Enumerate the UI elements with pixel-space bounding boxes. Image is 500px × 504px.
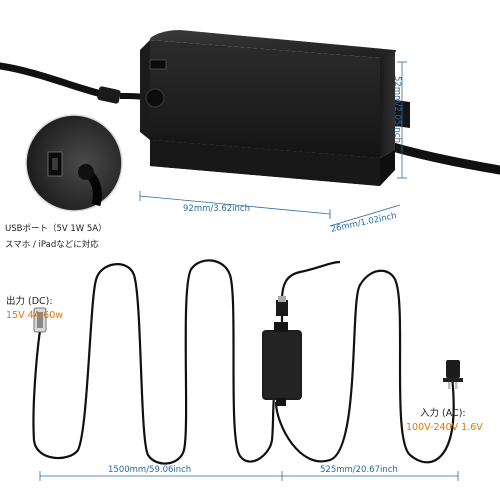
ac-cable-length-label: 525mm/20.67inch	[320, 465, 398, 475]
length-dimension	[139, 191, 331, 219]
usb-plug-icon	[276, 296, 288, 316]
input-value: 100V-240V 1.6V	[406, 422, 483, 433]
cable-length-dimensions	[39, 471, 459, 481]
surface-connector-icon	[33, 307, 47, 333]
ac-plug-icon	[443, 360, 463, 389]
height-label: 52mm/2.05inch	[392, 76, 402, 143]
output-label: 出力 (DC):	[6, 296, 53, 307]
input-label: 入力 (AC):	[420, 408, 466, 419]
cable-loops	[32, 259, 455, 465]
depth-dimension	[329, 204, 401, 227]
usb-port-icon	[149, 59, 167, 70]
length-label: 92mm/3.62inch	[183, 204, 250, 214]
usb-port-spec: USBポート（5V 1W 5A）	[5, 224, 107, 234]
usb-port-compat: スマホ / iPadなどに対応	[5, 240, 99, 250]
usb-zoom-circle	[25, 114, 123, 212]
power-adapter	[140, 30, 397, 186]
small-adapter	[262, 322, 302, 406]
dc-cable-length-label: 1500mm/59.06inch	[108, 465, 192, 475]
dc-socket-icon	[145, 88, 165, 108]
height-dimension	[397, 61, 407, 179]
output-value: 15V 4A 60w	[6, 310, 64, 321]
